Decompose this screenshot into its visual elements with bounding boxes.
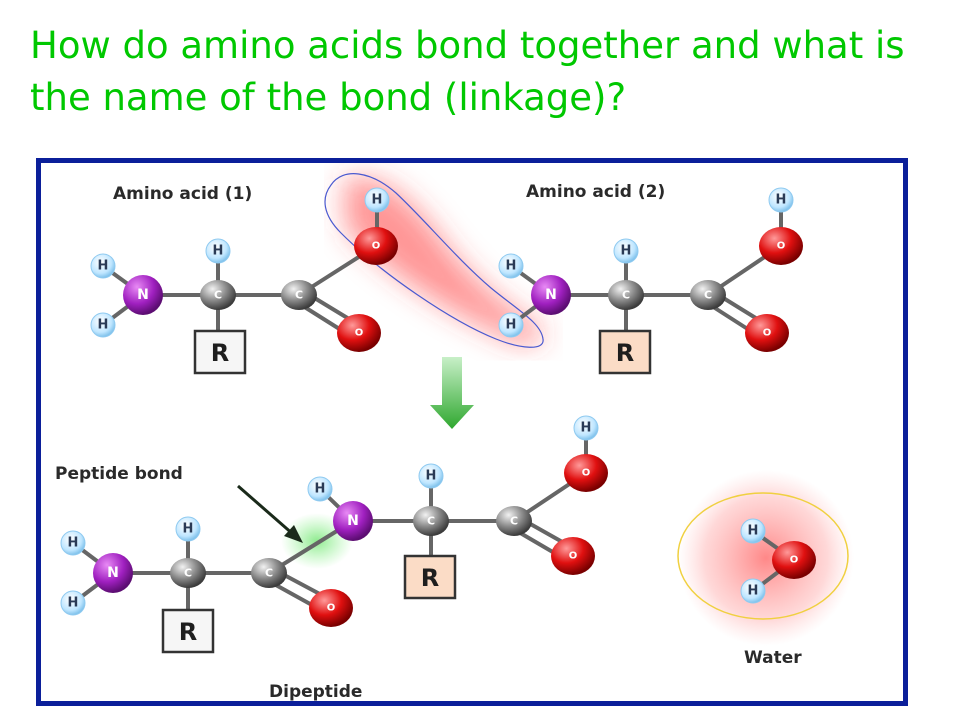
hydrogen-symbol: H [426, 469, 437, 484]
carbon-symbol: C [704, 289, 712, 302]
oxygen-atom-icon: O [759, 227, 803, 265]
oxygen-symbol: O [569, 551, 578, 562]
oxygen-atom-icon: O [551, 537, 595, 575]
hydrogen-atom-icon: H [60, 590, 86, 616]
hydrogen-symbol: H [68, 596, 79, 611]
hydrogen-symbol: H [506, 318, 517, 333]
r-group-box [161, 608, 215, 654]
oxygen-symbol: O [790, 555, 799, 566]
carbon-atom-icon: C [496, 506, 532, 536]
r-group-label: R [179, 618, 197, 646]
hydrogen-atom-icon: H [740, 578, 766, 604]
hydrogen-symbol: H [68, 536, 79, 551]
hydrogen-symbol: H [372, 193, 383, 208]
label-dipeptide: Dipeptide [269, 682, 362, 701]
water-removal-highlight [324, 173, 544, 348]
reaction-arrow [430, 357, 474, 429]
hydrogen-symbol: H [581, 421, 592, 436]
r-group-box [598, 329, 652, 375]
label-water: Water [744, 648, 802, 668]
hydrogen-symbol: H [98, 318, 109, 333]
r-group-label: R [211, 339, 229, 367]
hydrogen-symbol: H [776, 193, 787, 208]
hydrogen-atom-icon: H [307, 476, 333, 502]
hydrogen-symbol: H [621, 244, 632, 259]
oxygen-symbol: O [372, 241, 381, 252]
hydrogen-atom-icon: H [498, 253, 524, 279]
diagram-panel: Amino acid (1) Amino acid (2) Peptide bo… [36, 158, 908, 706]
nitrogen-symbol: N [545, 287, 557, 303]
hydrogen-atom-icon: H [60, 530, 86, 556]
hydrogen-atom-icon: H [205, 238, 231, 264]
nitrogen-atom-icon: N [123, 275, 163, 315]
oxygen-atom-icon: O [772, 541, 816, 579]
hydrogen-atom-icon: H [740, 518, 766, 544]
atoms-layer: H H N H C C O H O H H N H C C O H O H H N H C C O H N H C C O H O H O H [60, 187, 816, 627]
hydrogen-symbol: H [315, 482, 326, 497]
nitrogen-atom-icon: N [333, 501, 373, 541]
label-amino-acid-1: Amino acid (1) [113, 184, 252, 204]
oxygen-symbol: O [777, 241, 786, 252]
carbon-symbol: C [214, 289, 222, 302]
r-group-label: R [616, 339, 634, 367]
hydrogen-atom-icon: H [613, 238, 639, 264]
oxygen-symbol: O [355, 328, 364, 339]
hydrogen-symbol: H [98, 259, 109, 274]
carbon-symbol: C [265, 567, 273, 580]
carbon-atom-icon: C [200, 280, 236, 310]
carbon-atom-icon: C [608, 280, 644, 310]
carbon-atom-icon: C [413, 506, 449, 536]
hydrogen-symbol: H [748, 584, 759, 599]
hydrogen-atom-icon: H [498, 312, 524, 338]
carbon-symbol: C [184, 567, 192, 580]
carbon-atom-icon: C [281, 280, 317, 310]
hydrogen-atom-icon: H [418, 463, 444, 489]
label-amino-acid-2: Amino acid (2) [526, 182, 665, 202]
hydrogen-symbol: H [183, 522, 194, 537]
hydrogen-atom-icon: H [573, 415, 599, 441]
r-group-label: R [421, 564, 439, 592]
nitrogen-atom-icon: N [531, 275, 571, 315]
hydrogen-symbol: H [506, 259, 517, 274]
oxygen-atom-icon: O [337, 314, 381, 352]
oxygen-symbol: O [327, 603, 336, 614]
hydrogen-atom-icon: H [175, 516, 201, 542]
r-group-box [193, 329, 247, 375]
oxygen-symbol: O [582, 468, 591, 479]
oxygen-symbol: O [763, 328, 772, 339]
carbon-symbol: C [622, 289, 630, 302]
carbon-symbol: C [510, 515, 518, 528]
nitrogen-symbol: N [107, 565, 119, 581]
carbon-atom-icon: C [690, 280, 726, 310]
nitrogen-atom-icon: N [93, 553, 133, 593]
carbon-symbol: C [427, 515, 435, 528]
oxygen-atom-icon: O [564, 454, 608, 492]
label-peptide-bond: Peptide bond [55, 464, 183, 484]
hydrogen-atom-icon: H [364, 187, 390, 213]
oxygen-atom-icon: O [354, 227, 398, 265]
nitrogen-symbol: N [347, 513, 359, 529]
r-group-box [403, 554, 457, 600]
hydrogen-atom-icon: H [90, 253, 116, 279]
slide-title: How do amino acids bond together and wha… [30, 24, 905, 119]
nitrogen-symbol: N [137, 287, 149, 303]
hydrogen-symbol: H [213, 244, 224, 259]
carbon-symbol: C [295, 289, 303, 302]
amino-acid-diagram: Amino acid (1) Amino acid (2) Peptide bo… [55, 173, 854, 701]
water-molecule [677, 470, 854, 646]
oxygen-atom-icon: O [309, 589, 353, 627]
hydrogen-atom-icon: H [90, 312, 116, 338]
hydrogen-symbol: H [748, 524, 759, 539]
oxygen-atom-icon: O [745, 314, 789, 352]
carbon-atom-icon: C [251, 558, 287, 588]
carbon-atom-icon: C [170, 558, 206, 588]
hydrogen-atom-icon: H [768, 187, 794, 213]
